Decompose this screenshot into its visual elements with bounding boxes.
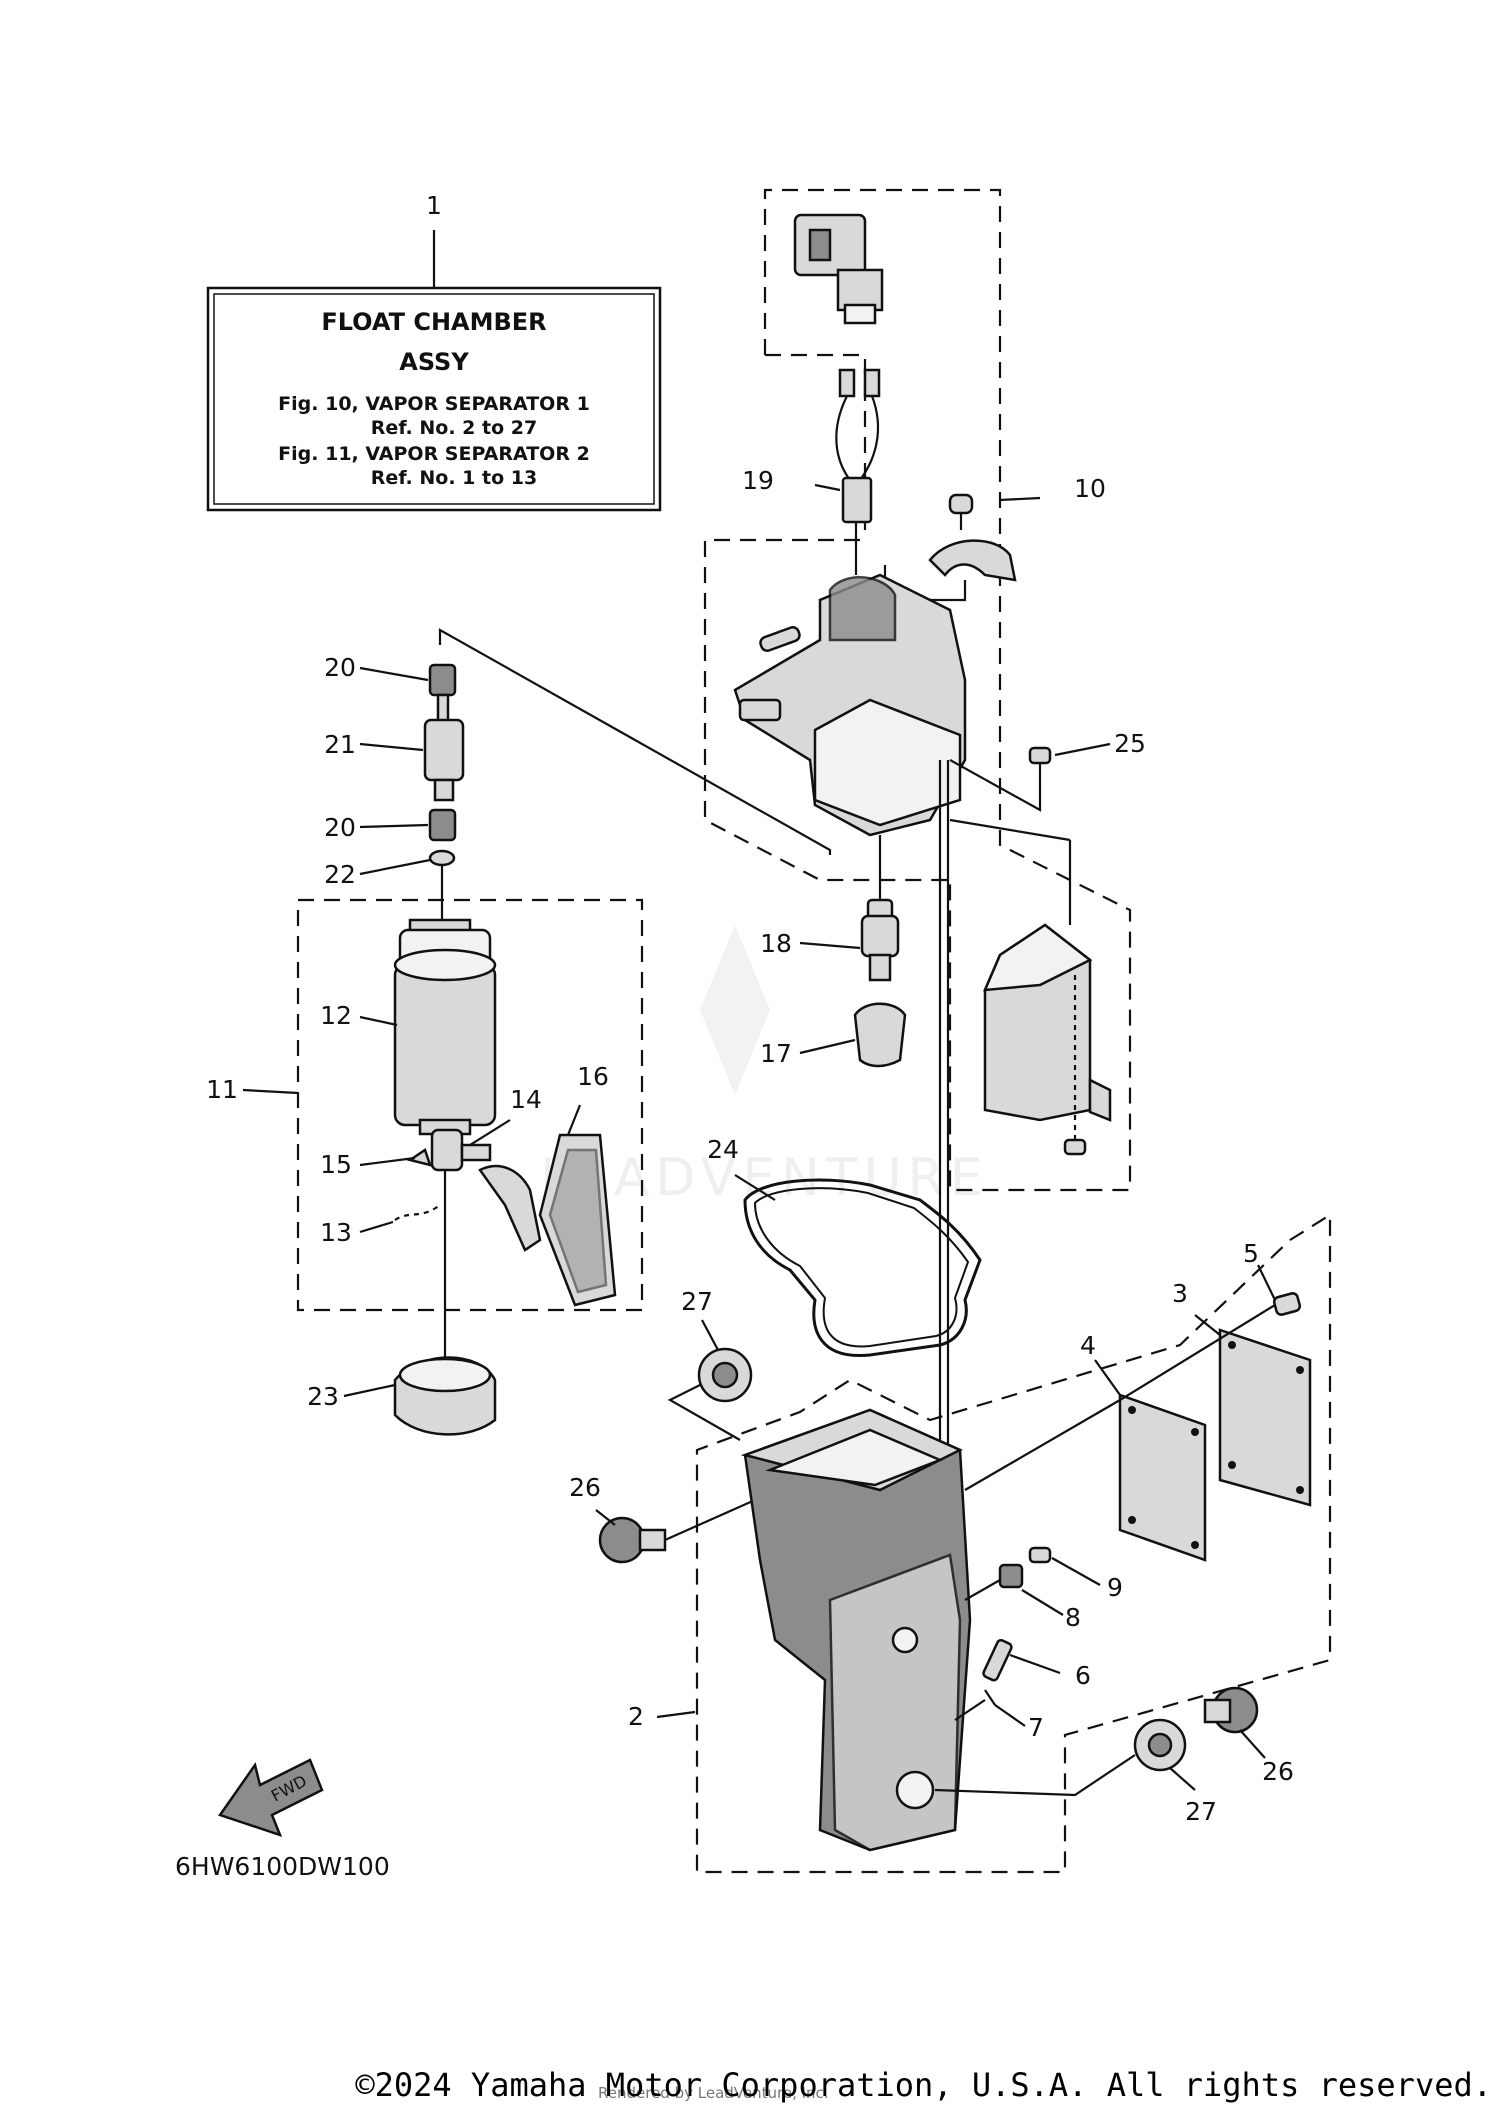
cover-block xyxy=(949,818,1112,1156)
callout-7: 7 xyxy=(1028,1713,1044,1742)
callout-24: 24 xyxy=(707,1135,739,1164)
callout-5: 5 xyxy=(1243,1239,1259,1268)
info-box-ref-4: Ref. No. 1 to 13 xyxy=(371,467,537,489)
valve-stack xyxy=(423,663,465,920)
callout-18: 18 xyxy=(760,929,792,958)
callout-10: 10 xyxy=(1074,474,1106,503)
callout-6: 6 xyxy=(1075,1661,1091,1690)
callout-11: 11 xyxy=(206,1075,238,1104)
callout-21: 21 xyxy=(324,730,356,759)
screw-26-right xyxy=(1203,1686,1259,1734)
callout-labels: 1 2 3 4 5 6 7 8 9 10 11 12 13 14 15 16 1… xyxy=(206,191,1294,1826)
diagram-code: 6HW6100DW100 xyxy=(175,1852,390,1881)
info-box-title-2: ASSY xyxy=(399,348,469,376)
screw-26-left xyxy=(598,1498,756,1564)
fuel-pump-12 xyxy=(393,918,497,1136)
callout-23: 23 xyxy=(307,1382,339,1411)
info-box-ref-3: Fig. 11, VAPOR SEPARATOR 2 xyxy=(278,443,590,465)
fittings-6-9 xyxy=(954,1546,1052,1721)
gasket-24 xyxy=(743,1178,982,1358)
pump-filter-assembly xyxy=(394,1128,617,1390)
plate-4 xyxy=(964,1304,1276,1562)
plug-27-left xyxy=(667,1347,753,1441)
callout-26a: 26 xyxy=(569,1473,601,1502)
callout-20a: 20 xyxy=(324,653,356,682)
plate-3 xyxy=(1218,1328,1312,1507)
info-box-title-1: FLOAT CHAMBER xyxy=(321,308,546,336)
callout-27b: 27 xyxy=(1185,1797,1217,1826)
float-chamber-body-2 xyxy=(740,1408,972,1852)
fwd-arrow: FWD xyxy=(218,1758,324,1838)
callout-27a: 27 xyxy=(681,1287,713,1316)
copyright-notice: ©2024 Yamaha Motor Corporation, U.S.A. A… xyxy=(355,2066,1492,2104)
pump-bracket-23 xyxy=(393,1356,497,1436)
callout-3: 3 xyxy=(1172,1279,1188,1308)
callout-13: 13 xyxy=(320,1218,352,1247)
callout-12: 12 xyxy=(320,1001,352,1030)
callout-17: 17 xyxy=(760,1039,792,1068)
callout-22: 22 xyxy=(324,860,356,889)
connector-plug xyxy=(793,213,884,325)
callout-20b: 20 xyxy=(324,813,356,842)
info-box-ref-2: Ref. No. 2 to 27 xyxy=(371,417,537,439)
callout-8: 8 xyxy=(1065,1603,1081,1632)
pressure-regulator-18 xyxy=(860,835,900,982)
callout-25: 25 xyxy=(1114,729,1146,758)
regulator-clip-17 xyxy=(853,1002,907,1068)
rendered-by-credit: Rendered by LeadVenture, Inc. xyxy=(598,2084,829,2102)
callout-19: 19 xyxy=(742,466,774,495)
callout-16: 16 xyxy=(577,1062,609,1091)
wire-harness-19 xyxy=(835,368,881,575)
screw-25 xyxy=(949,746,1052,812)
callout-leaders xyxy=(242,483,1276,1791)
plug-27-right xyxy=(934,1718,1187,1797)
watermark-text: LEADVENTURE xyxy=(540,1148,989,1208)
callout-4: 4 xyxy=(1080,1331,1096,1360)
vapor-separator-cover xyxy=(733,573,967,837)
callout-15: 15 xyxy=(320,1150,352,1179)
info-box-ref-1: Fig. 10, VAPOR SEPARATOR 1 xyxy=(278,393,590,415)
screw-5 xyxy=(1272,1292,1302,1316)
bracket-clip xyxy=(883,493,1017,602)
info-box: FLOAT CHAMBER ASSY Fig. 10, VAPOR SEPARA… xyxy=(206,230,662,512)
callout-9: 9 xyxy=(1107,1573,1123,1602)
callout-2: 2 xyxy=(628,1702,644,1731)
callout-1: 1 xyxy=(426,191,442,220)
callout-26b: 26 xyxy=(1262,1757,1294,1786)
callout-14: 14 xyxy=(510,1085,542,1114)
